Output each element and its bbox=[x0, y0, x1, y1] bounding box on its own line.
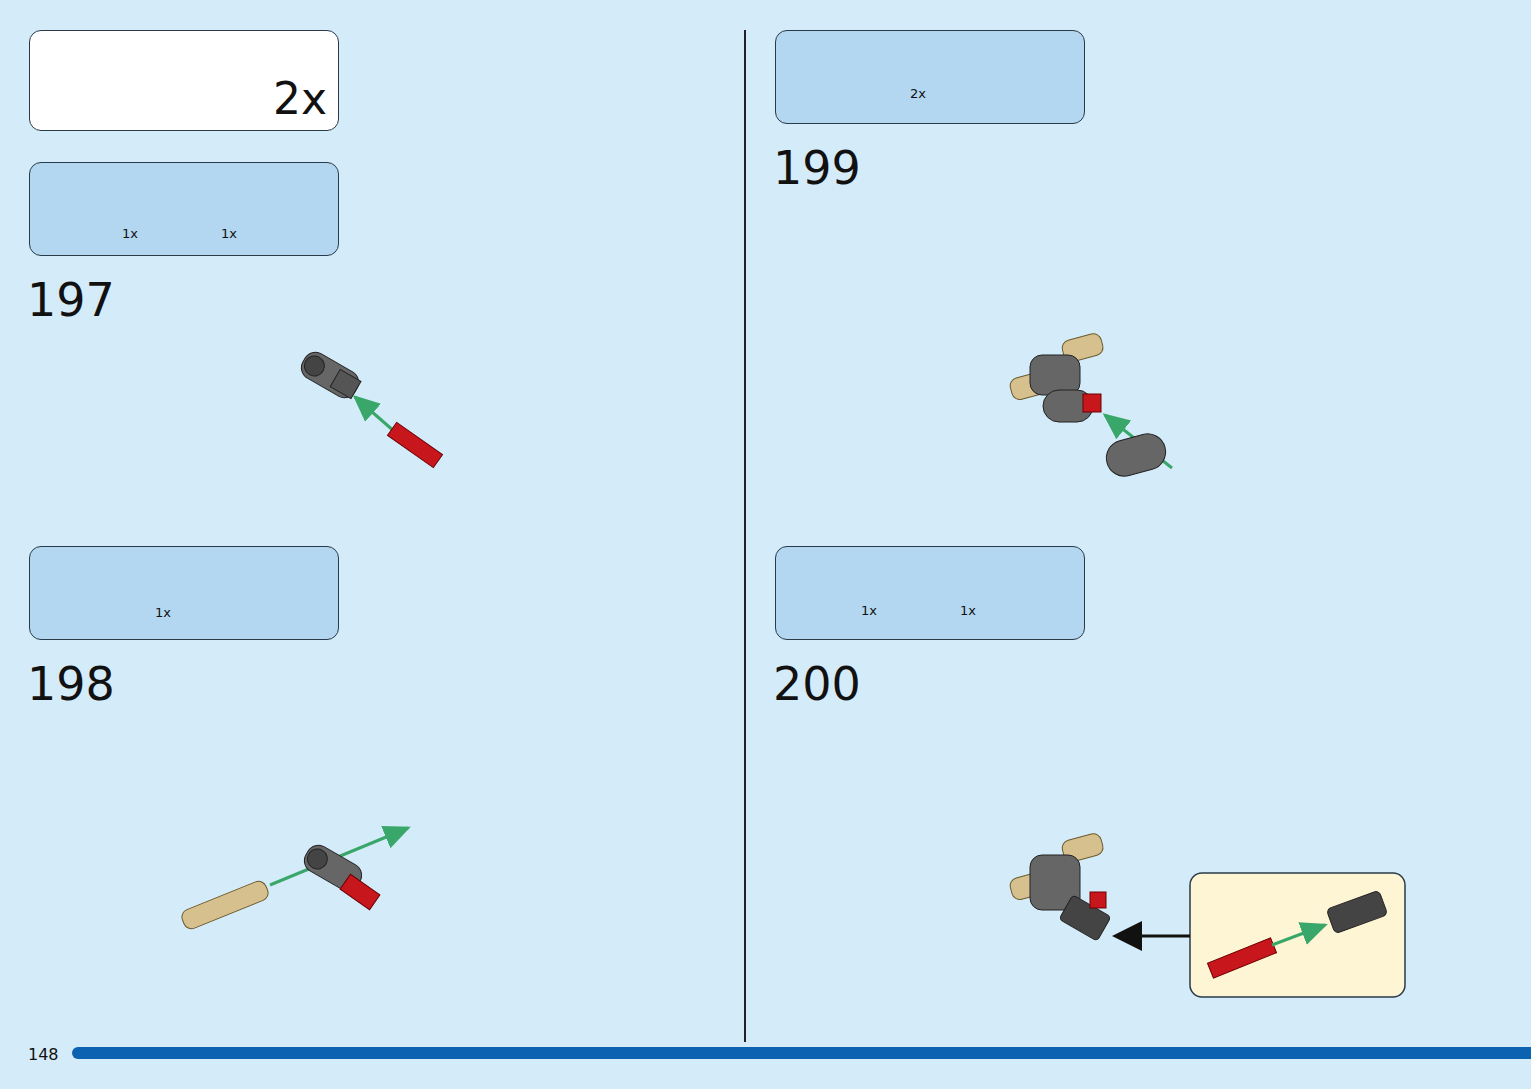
parts-box: 1x 1x bbox=[29, 162, 339, 256]
part-count: 2x bbox=[273, 77, 327, 121]
parts-box: 1x bbox=[29, 546, 339, 640]
parts-box: 2x bbox=[29, 30, 339, 131]
part-count: 1x bbox=[155, 606, 171, 619]
step-number: 198 bbox=[27, 661, 115, 707]
parts-box: 1x 1x bbox=[775, 546, 1085, 640]
part-count: 1x bbox=[221, 227, 237, 240]
part-count: 1x bbox=[960, 604, 976, 617]
part-count: 1x bbox=[861, 604, 877, 617]
step-number: 200 bbox=[773, 661, 861, 707]
part-count: 2x bbox=[910, 87, 926, 100]
step-number: 197 bbox=[27, 277, 115, 323]
part-count: 1x bbox=[122, 227, 138, 240]
parts-box: 2x bbox=[775, 30, 1085, 124]
page-number: 148 bbox=[28, 1047, 59, 1063]
step-number: 199 bbox=[773, 145, 861, 191]
